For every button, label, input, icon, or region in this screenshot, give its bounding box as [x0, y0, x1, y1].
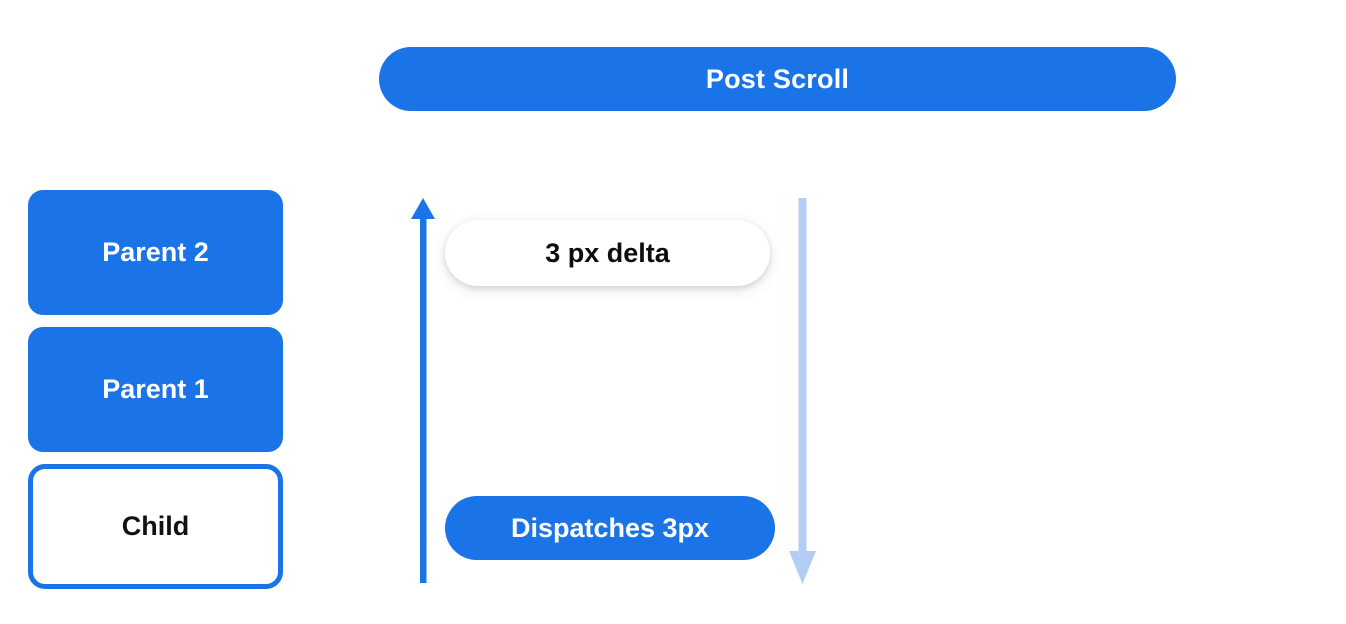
node-parent-1[interactable]: Parent 1 — [28, 327, 283, 452]
node-parent-1-label: Parent 1 — [102, 374, 209, 404]
node-child-label: Child — [121, 511, 190, 541]
delta-pill-label: 3 px delta — [545, 237, 670, 268]
scroll-down-arrow-icon — [789, 198, 816, 584]
node-stack: Parent 2 Parent 1 Child — [28, 190, 283, 589]
delta-pill: 3 px delta — [445, 220, 770, 286]
bubble-up-arrow-icon — [411, 198, 435, 583]
node-parent-2[interactable]: Parent 2 — [28, 190, 283, 315]
header-title: Post Scroll — [705, 63, 850, 94]
dispatch-pill: Dispatches 3px — [445, 496, 775, 560]
node-child[interactable]: Child — [28, 464, 283, 589]
node-parent-2-label: Parent 2 — [102, 237, 209, 267]
dispatch-pill-label: Dispatches 3px — [510, 512, 710, 543]
header-pill: Post Scroll — [379, 47, 1176, 111]
